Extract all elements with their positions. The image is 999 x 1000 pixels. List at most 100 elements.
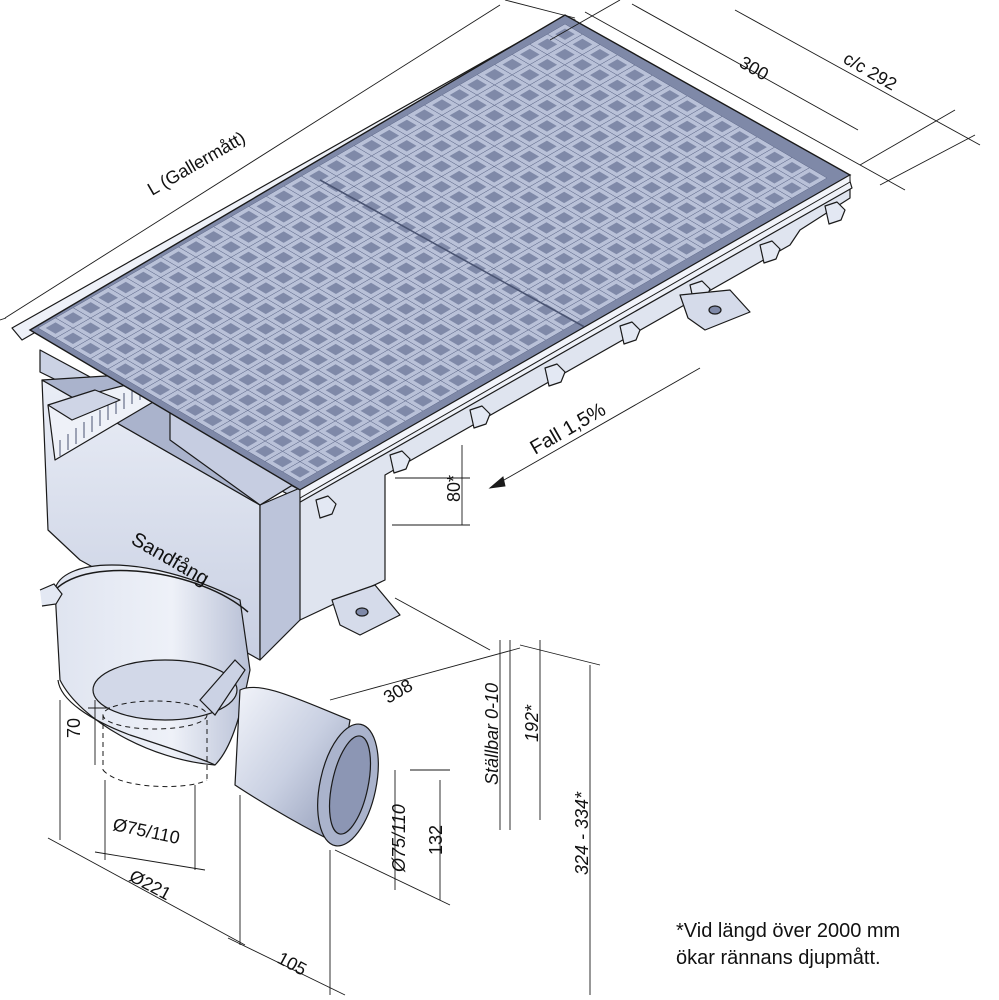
bowl-latch — [199, 659, 246, 716]
grating-opening — [536, 222, 557, 234]
grating-opening — [694, 192, 715, 204]
grating-opening — [378, 374, 398, 387]
grating-opening — [325, 343, 346, 356]
grating-opening — [150, 363, 171, 375]
grating-opening — [220, 404, 241, 417]
bowl-bottom-edge — [57, 679, 216, 766]
grating-opening — [694, 131, 715, 143]
dim-label-depth-192: 192* — [522, 704, 542, 742]
grating-opening — [203, 251, 224, 263]
grating-opening — [555, 28, 575, 40]
grating-opening — [133, 312, 153, 324]
grating-opening — [220, 363, 241, 376]
grating-opening — [396, 160, 417, 172]
grating-opening — [63, 332, 83, 345]
outlet-bowl — [39, 564, 251, 787]
grating-opening — [150, 383, 171, 396]
grating-opening — [518, 313, 539, 326]
grating-opening — [607, 100, 627, 112]
grating-opening — [694, 212, 714, 225]
grating-opening — [237, 414, 258, 427]
grating-opening — [466, 242, 487, 254]
grating-opening — [483, 313, 504, 326]
grating-opening — [307, 455, 328, 468]
grating-opening — [519, 89, 540, 101]
dim-label-132: 132 — [426, 825, 446, 855]
grating-opening — [466, 344, 486, 356]
grating-opening — [238, 210, 259, 223]
grating-opening — [642, 79, 663, 92]
dim-label-depth-80: 80* — [444, 475, 464, 502]
grating-opening — [712, 161, 732, 174]
grating-opening — [642, 120, 662, 133]
grating-opening — [554, 110, 575, 122]
grating-opening — [396, 180, 417, 193]
sand-trap-box-side — [259, 487, 301, 661]
grating-opening — [571, 242, 592, 255]
grating-opening — [272, 435, 293, 447]
grating-opening — [590, 49, 610, 61]
grating-opening — [168, 251, 189, 263]
grating-opening — [291, 241, 311, 254]
grating-opening — [501, 242, 522, 254]
grating-opening — [238, 353, 258, 366]
grating-opening — [291, 302, 311, 315]
grating-opening — [361, 139, 382, 152]
grating-opening — [572, 79, 593, 91]
grating-opening — [308, 313, 329, 325]
grating-opening — [326, 221, 347, 233]
grating-opening — [554, 191, 574, 204]
grating-opening — [414, 129, 435, 142]
grating-opening — [344, 211, 364, 223]
grating-opening — [343, 415, 363, 427]
grating-opening — [414, 211, 434, 223]
grating-opening — [501, 324, 521, 336]
grating-opening — [325, 384, 346, 397]
grating-opening — [220, 343, 241, 355]
grating-opening — [572, 59, 593, 71]
grating-opening — [554, 89, 575, 102]
grating-opening — [554, 232, 574, 244]
grating-opening — [238, 333, 258, 345]
grating-opening — [80, 302, 101, 314]
grating-opening — [220, 425, 240, 437]
grating-opening — [483, 293, 504, 305]
grating-opening — [238, 394, 258, 406]
grating-opening — [343, 354, 363, 366]
grating-opening — [255, 363, 276, 376]
grating-opening — [361, 180, 382, 193]
grating-opening — [537, 59, 558, 71]
grating-opening — [203, 394, 223, 406]
grating-opening — [554, 171, 575, 183]
grating-opening — [553, 314, 574, 326]
grating-opening — [115, 302, 136, 314]
grating-opening — [203, 271, 224, 284]
grating-opening — [273, 313, 294, 325]
grating-opening — [361, 303, 381, 315]
grating-opening — [588, 273, 609, 285]
footnote-line-2: ökar rännans djupmått. — [676, 947, 881, 969]
grating-opening — [764, 192, 785, 204]
grating-opening — [413, 293, 434, 305]
grating-opening — [395, 344, 416, 356]
grating-opening — [466, 303, 486, 315]
grating-opening — [519, 191, 539, 203]
grating-opening — [501, 283, 521, 295]
grating-opening — [185, 384, 206, 396]
grating-opening — [290, 364, 311, 376]
grating-opening — [290, 384, 311, 396]
grating-opening — [536, 283, 556, 295]
grating-opening — [220, 323, 241, 335]
depth-footnote: *Vid längd över 2000 mm ökar rännans dju… — [676, 918, 986, 972]
grating-opening — [501, 201, 522, 214]
grating-opening — [484, 89, 505, 101]
grating-opening — [589, 212, 609, 224]
footnote-line-1: *Vid längd över 2000 mm — [676, 920, 901, 942]
grating-opening — [203, 231, 224, 243]
grating-opening — [571, 263, 592, 275]
grating-opening — [694, 151, 715, 163]
grating-opening — [361, 160, 382, 172]
grating-opening — [554, 130, 575, 142]
grating-opening — [571, 222, 592, 234]
grating-opening — [432, 119, 452, 132]
